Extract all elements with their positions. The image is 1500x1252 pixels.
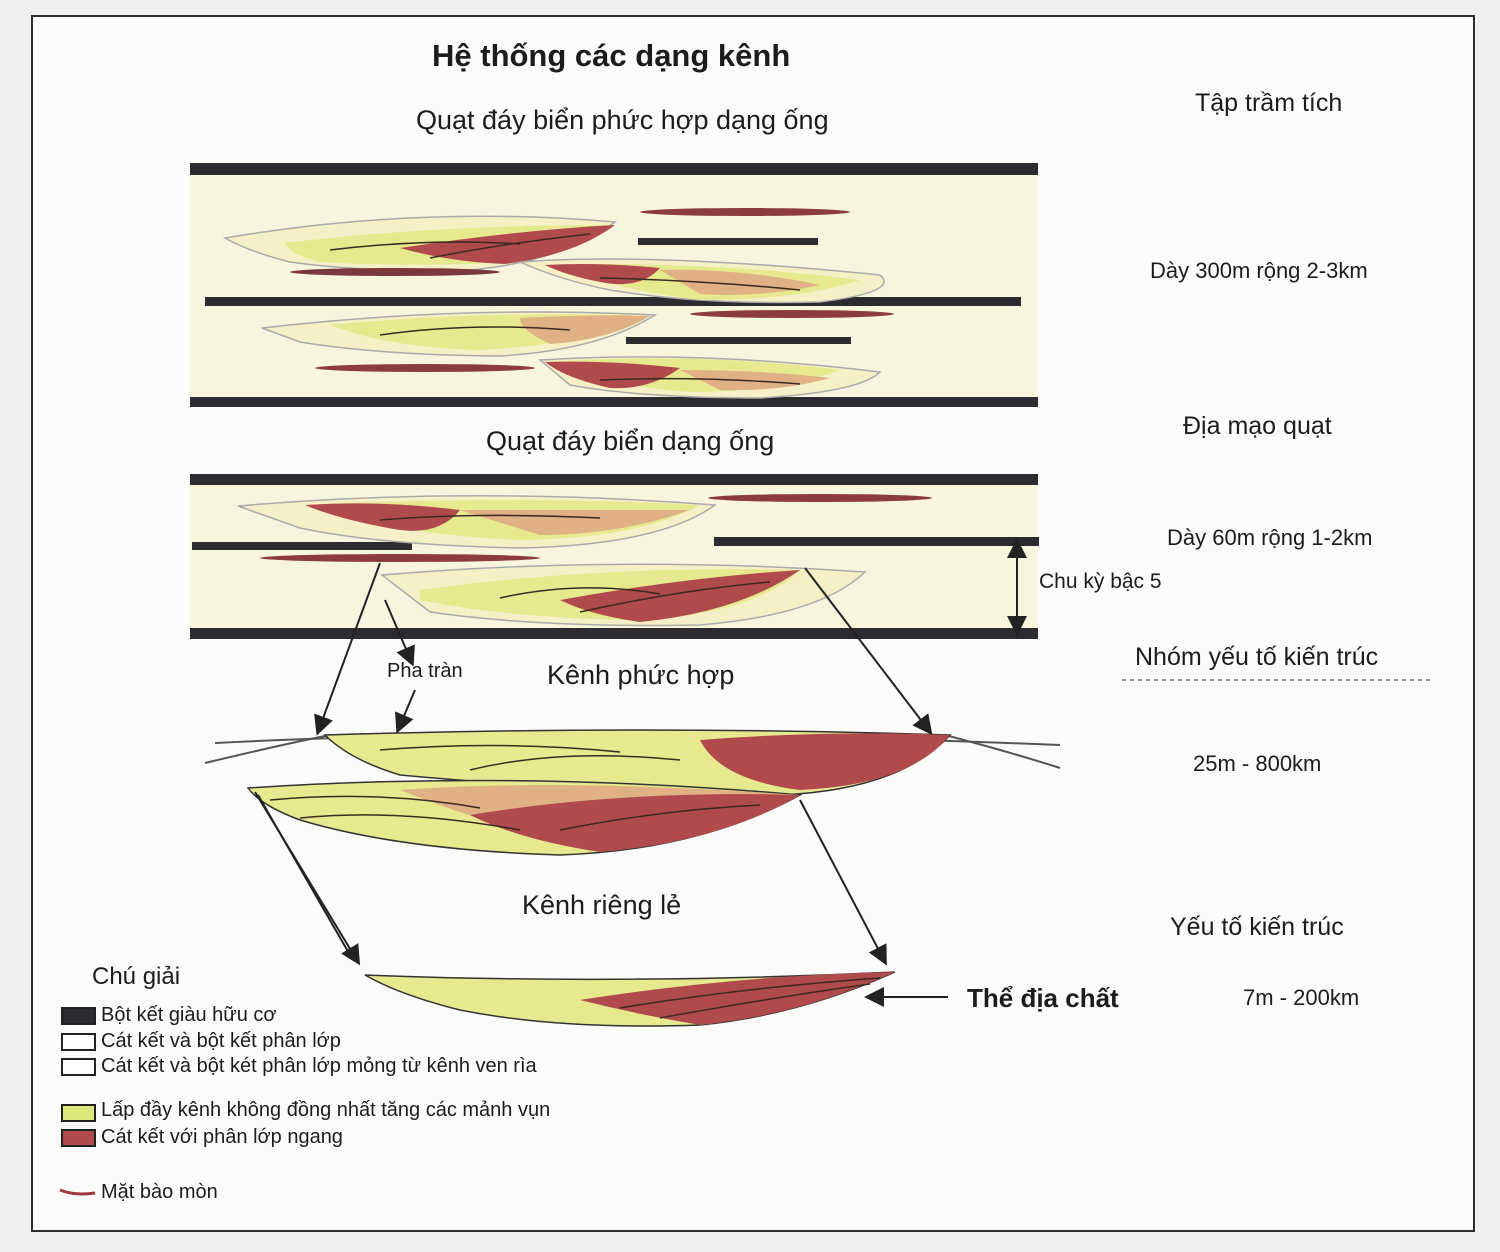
mudstone-bed: [205, 297, 1021, 306]
fan-section: [190, 474, 1039, 639]
cycle-annotation: Chu kỳ bậc 5: [1039, 570, 1162, 593]
section-label-single-channel: Kênh riêng lẻ: [522, 890, 682, 920]
legend-swatch-thin-bedded: [61, 1058, 96, 1076]
legend-item-channel-fill: Lấp đầy kênh không đồng nhất tăng các mả…: [101, 1099, 551, 1121]
legend-title: Chú giải: [92, 963, 181, 990]
geobody-annotation: Thể địa chất: [967, 983, 1119, 1013]
diagram-title: Hệ thống các dạng kênh: [432, 38, 791, 73]
legend-item-thin-bedded: Cát kết và bột két phân lớp mỏng từ kênh…: [101, 1055, 537, 1077]
legend-swatch-sand-silt: [61, 1033, 96, 1051]
mudstone-bed: [190, 163, 1038, 175]
mudstone-bed: [190, 474, 1038, 485]
overbank-annotation: Pha tràn: [387, 660, 463, 682]
legend-item-sandstone: Cát kết với phân lớp ngang: [101, 1126, 343, 1148]
right-dim-4: 7m - 200km: [1243, 985, 1360, 1010]
right-heading-3: Nhóm yếu tố kiến trúc: [1135, 643, 1379, 671]
legend-swatch-channel-fill: [61, 1104, 96, 1122]
complex-channel-section: [204, 562, 1061, 856]
complex-fan-section: [190, 163, 1038, 407]
section-label-fan: Quạt đáy biển dạng ống: [486, 426, 775, 456]
single-channel-section: [254, 791, 948, 1027]
legend-item-mudstone: Bột kết giàu hữu cơ: [101, 1004, 277, 1026]
right-heading-1: Tập trầm tích: [1195, 89, 1343, 117]
right-dim-2: Dày 60m rộng 1-2km: [1167, 525, 1373, 550]
legend-item-sand-silt: Cát kết và bột kết phân lớp: [101, 1030, 341, 1052]
mudstone-bed: [190, 628, 1038, 639]
right-dim-3: 25m - 800km: [1193, 751, 1322, 776]
section-label-complex-channel: Kênh phức hợp: [547, 660, 735, 690]
section-label-complex-fan: Quạt đáy biển phức hợp dạng ống: [416, 105, 829, 135]
legend-swatches: [59, 1007, 96, 1196]
right-heading-2: Địa mạo quạt: [1183, 412, 1332, 440]
right-heading-4: Yếu tố kiến trúc: [1170, 913, 1344, 941]
legend-swatch-mudstone: [61, 1007, 96, 1025]
legend-swatch-erosion-surface: [59, 1188, 96, 1196]
right-dim-1: Dày 300m rộng 2-3km: [1150, 258, 1368, 283]
legend-item-erosion-surface: Mặt bào mòn: [101, 1181, 218, 1203]
legend-swatch-sandstone: [61, 1129, 96, 1147]
mudstone-bed: [190, 397, 1038, 407]
